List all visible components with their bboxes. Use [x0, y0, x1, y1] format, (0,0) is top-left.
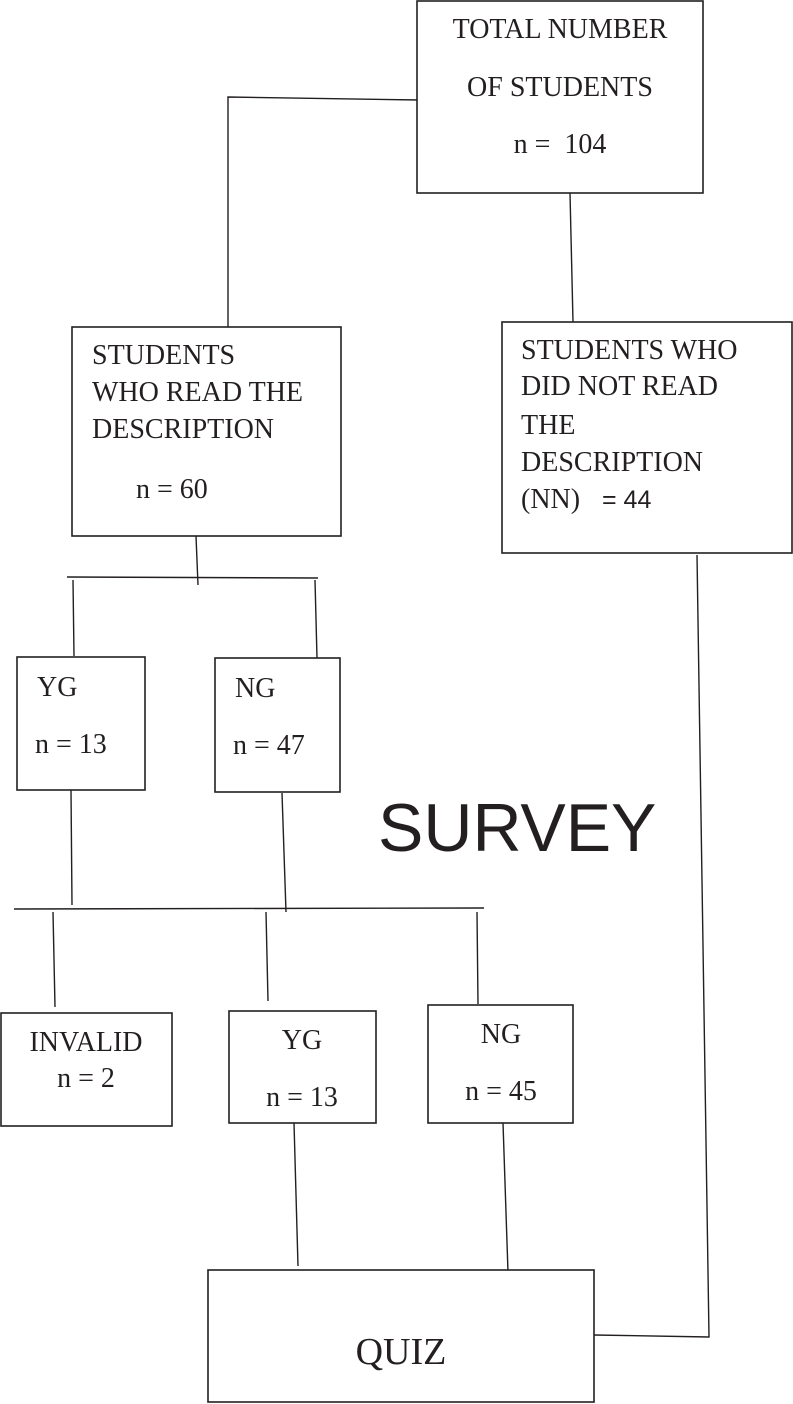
survey-label: SURVEY: [378, 790, 656, 866]
node-yg-second-count: n = 13: [266, 1082, 338, 1113]
node-yg-second-box: [228, 1010, 377, 1124]
node-ng-second-count: n = 45: [465, 1076, 537, 1107]
node-ng-second: NG n = 45: [427, 1004, 574, 1124]
connector-bar-to-ng-second: [476, 911, 479, 1005]
node-read-count: n = 60: [136, 474, 208, 505]
connector-ng-first-down: [281, 792, 287, 913]
node-quiz: QUIZ: [207, 1269, 595, 1403]
split-bar-read: [66, 576, 319, 579]
node-ng-first-count: n = 47: [233, 730, 305, 761]
connector-yg-first-down: [70, 789, 73, 906]
node-not-read-line4: DESCRIPTION: [521, 447, 703, 478]
node-not-read-line1: STUDENTS WHO: [521, 335, 737, 366]
connector-total-to-read: [227, 96, 421, 328]
node-read-line2: WHO READ THE: [92, 377, 303, 408]
node-total-count: n = 104: [514, 129, 607, 160]
connector-not-read-to-quiz: [593, 554, 710, 1338]
node-invalid-count: n = 2: [57, 1063, 115, 1094]
connectors: [13, 96, 710, 1338]
node-not-read-box: [501, 321, 793, 554]
node-read-box: [71, 326, 342, 537]
node-not-read-line3: THE: [521, 410, 575, 441]
node-quiz-box: [207, 1269, 595, 1403]
node-yg-second-label: YG: [282, 1025, 322, 1056]
node-not-read-nn-label: (NN): [521, 484, 580, 515]
split-bar-survey: [13, 907, 485, 910]
connector-total-to-not-read: [569, 192, 574, 323]
connector-bar-to-ng-first: [314, 579, 318, 659]
node-ng-first: NG n = 47: [214, 657, 341, 793]
node-not-read-count: = 44: [602, 486, 651, 514]
node-not-read-line2: DID NOT READ: [521, 371, 718, 402]
connector-bar-to-invalid: [52, 911, 56, 1008]
node-ng-first-label: NG: [235, 673, 275, 704]
node-yg-first-box: [16, 656, 146, 791]
node-invalid-label: INVALID: [29, 1027, 142, 1058]
node-yg-second: YG n = 13: [228, 1010, 377, 1124]
node-read-line3: DESCRIPTION: [92, 414, 274, 445]
node-ng-first-box: [214, 657, 341, 793]
node-yg-first-label: YG: [37, 672, 77, 703]
node-invalid-box: [0, 1012, 173, 1127]
node-yg-first: YG n = 13: [16, 656, 146, 791]
node-students-not-read: STUDENTS WHO DID NOT READ THE DESCRIPTIO…: [501, 321, 793, 554]
connector-yg-second-to-quiz: [293, 1122, 299, 1267]
node-ng-second-box: [427, 1004, 574, 1124]
node-yg-first-count: n = 13: [35, 729, 107, 760]
node-total-line1: TOTAL NUMBER: [453, 14, 668, 45]
node-ng-second-label: NG: [481, 1019, 521, 1050]
node-read-line1: STUDENTS: [92, 340, 235, 371]
connector-ng-second-to-quiz: [502, 1122, 509, 1273]
node-total-box: [416, 0, 704, 194]
node-total-line2: OF STUDENTS: [467, 72, 653, 103]
node-total-students: TOTAL NUMBER OF STUDENTS n = 104: [416, 0, 704, 194]
node-quiz-label: QUIZ: [356, 1331, 447, 1373]
node-invalid: INVALID n = 2: [0, 1012, 173, 1127]
node-students-read: STUDENTS WHO READ THE DESCRIPTION n = 60: [71, 326, 342, 537]
connector-bar-to-yg-first: [72, 579, 75, 657]
connector-bar-to-yg-second: [265, 911, 269, 1002]
